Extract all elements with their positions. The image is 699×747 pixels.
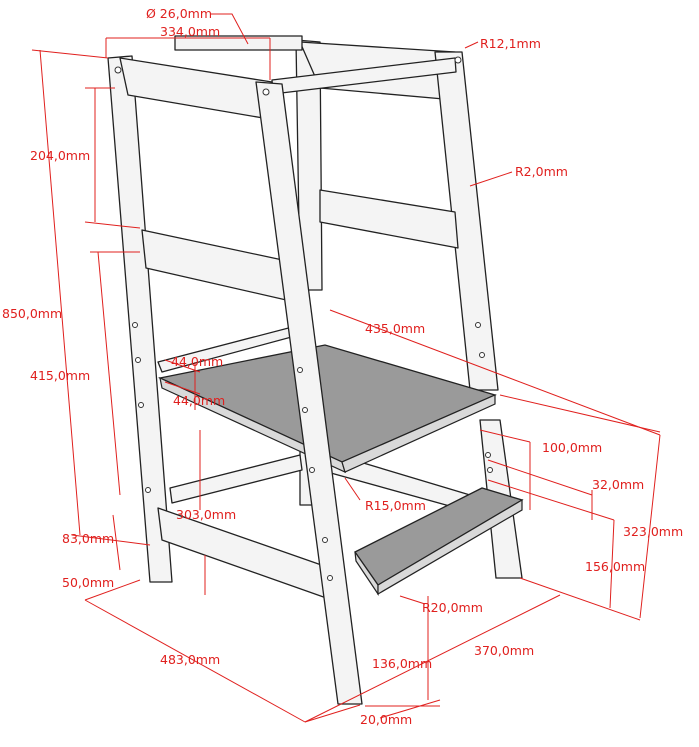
- label-base-depth: 370,0mm: [474, 643, 534, 658]
- label-total-height: 850,0mm: [2, 306, 62, 321]
- lower-rod: [169, 454, 303, 504]
- label-step-corner-radius: R20,0mm: [422, 600, 483, 615]
- back-right-leg: [434, 51, 499, 391]
- label-step-height: 136,0mm: [372, 656, 432, 671]
- front-top-rail: [119, 57, 276, 121]
- label-rod-diameter: Ø 26,0mm: [146, 6, 212, 21]
- label-leg-thickness: 20,0mm: [360, 712, 412, 727]
- label-top-width: 334,0mm: [160, 24, 220, 39]
- label-platform-corner-radius: R15,0mm: [365, 498, 426, 513]
- label-slot-gap-upper: 44,0mm: [171, 354, 223, 369]
- step-side-edge: [377, 498, 523, 596]
- back-mid-rail: [319, 189, 459, 249]
- dimension-lines: [31, 13, 661, 723]
- label-lower-slot-height: 156,0mm: [585, 559, 645, 574]
- label-step-offset: 100,0mm: [542, 440, 602, 455]
- label-lower-rod-height: 303,0mm: [176, 507, 236, 522]
- front-left-leg: [107, 55, 173, 583]
- label-top-rail-height: 204,0mm: [30, 148, 90, 163]
- label-platform-height: 415,0mm: [30, 368, 90, 383]
- platform-side-edge: [341, 394, 496, 473]
- back-left-leg: [295, 39, 323, 291]
- label-top-radius: R12,1mm: [480, 36, 541, 51]
- label-slot-gap-lower: 44,0mm: [173, 393, 225, 408]
- label-slot-spacing: 32,0mm: [592, 477, 644, 492]
- label-edge-radius: R2,0mm: [515, 164, 568, 179]
- label-platform-depth: 435,0mm: [365, 321, 425, 336]
- label-leg-width: 50,0mm: [62, 575, 114, 590]
- label-upper-slot-height: 323,0mm: [623, 524, 683, 539]
- label-base-width: 483,0mm: [160, 652, 220, 667]
- screw-holes: [114, 56, 493, 581]
- front-mid-rail: [141, 229, 296, 303]
- front-right-leg: [255, 81, 363, 705]
- label-bottom-rail-height: 83,0mm: [62, 531, 114, 546]
